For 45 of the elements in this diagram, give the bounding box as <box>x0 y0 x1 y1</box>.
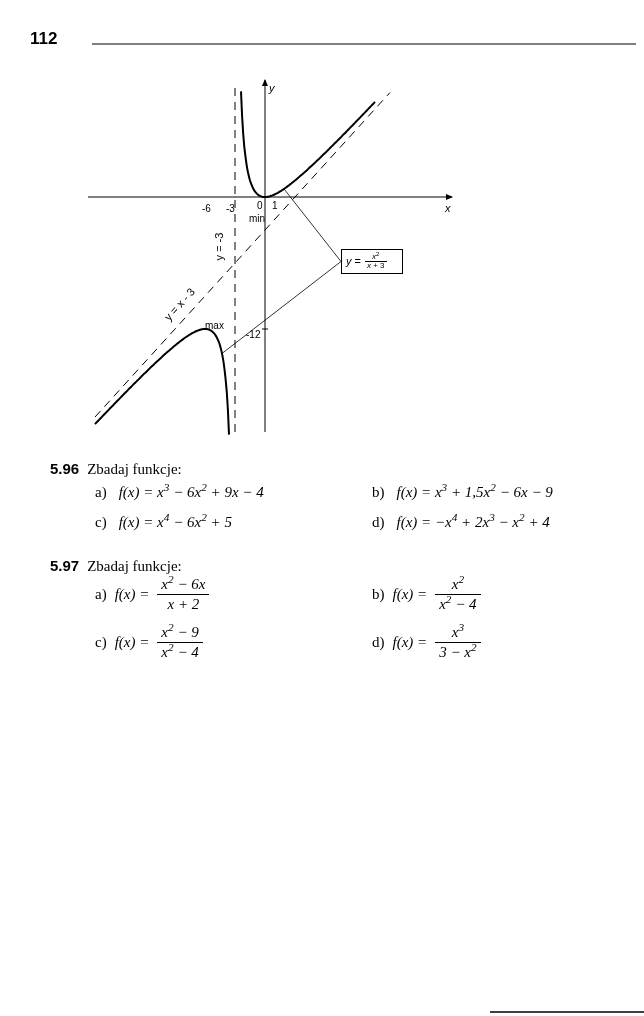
numerator: x$^{3}$ <box>450 623 466 642</box>
formula-text: f(x) = <box>114 633 150 652</box>
item-letter: c) <box>95 633 107 652</box>
denominator: x$^{2}$ − 4 <box>438 594 478 614</box>
formula-text: y = <box>346 254 361 270</box>
numerator: x$^{2}$ <box>371 253 381 261</box>
asymptote-label: y = -3 <box>213 232 226 261</box>
denominator: x$^{2}$ − 4 <box>160 642 200 662</box>
formula-text: f(x) = x$^{3}$ + 1,5x$^{2}$ − 6x − 9 <box>396 481 553 502</box>
item-letter: c) <box>95 513 107 532</box>
item-letter: a) <box>95 585 107 604</box>
exercise-number: 5.96 <box>50 459 80 479</box>
exercise-number: 5.97 <box>50 556 80 576</box>
formula-text: f(x) = −x$^{4}$ + 2x$^{3}$ − x$^{2}$ + 4 <box>396 511 550 532</box>
denominator: x + 2 <box>166 594 201 614</box>
formula-text: f(x) = x$^{4}$ − 6x$^{2}$ + 5 <box>118 511 232 532</box>
asymptote-label: y = x - 3 <box>161 285 197 323</box>
formula-text: f(x) = <box>114 585 150 604</box>
leader-line <box>221 261 342 354</box>
item-letter: a) <box>95 483 107 502</box>
leader-line <box>283 188 342 262</box>
page-number: 112 <box>30 29 58 48</box>
item-letter: d) <box>372 513 385 532</box>
graph-curve <box>94 328 230 436</box>
formula-box <box>341 249 403 274</box>
item-letter: b) <box>372 483 385 502</box>
axis-label: x <box>445 202 451 214</box>
numerator: x$^{2}$ − 9 <box>160 623 200 642</box>
axis-label: -3 <box>226 203 235 214</box>
axis-label: max <box>205 320 224 331</box>
exercise-instruction: Zbadaj funkcje: <box>87 557 182 576</box>
numerator: x$^{2}$ <box>450 575 466 594</box>
denominator: 3 − x$^{2}$ <box>438 642 478 662</box>
axis-label: min <box>249 213 266 224</box>
formula-text: f(x) = x$^{3}$ − 6x$^{2}$ + 9x − 4 <box>118 481 264 502</box>
item-letter: b) <box>372 585 385 604</box>
item-letter: d) <box>372 633 385 652</box>
formula-text: f(x) = <box>392 633 428 652</box>
exercise-instruction: Zbadaj funkcje: <box>87 460 182 479</box>
denominator: x + 3 <box>366 262 386 270</box>
numerator: x$^{2}$ − 6x <box>161 575 207 594</box>
formula-text: f(x) = <box>392 585 428 604</box>
axis-label: y <box>269 82 275 94</box>
axis-label: -12 <box>246 329 261 340</box>
axis-label: -6 <box>202 203 211 214</box>
